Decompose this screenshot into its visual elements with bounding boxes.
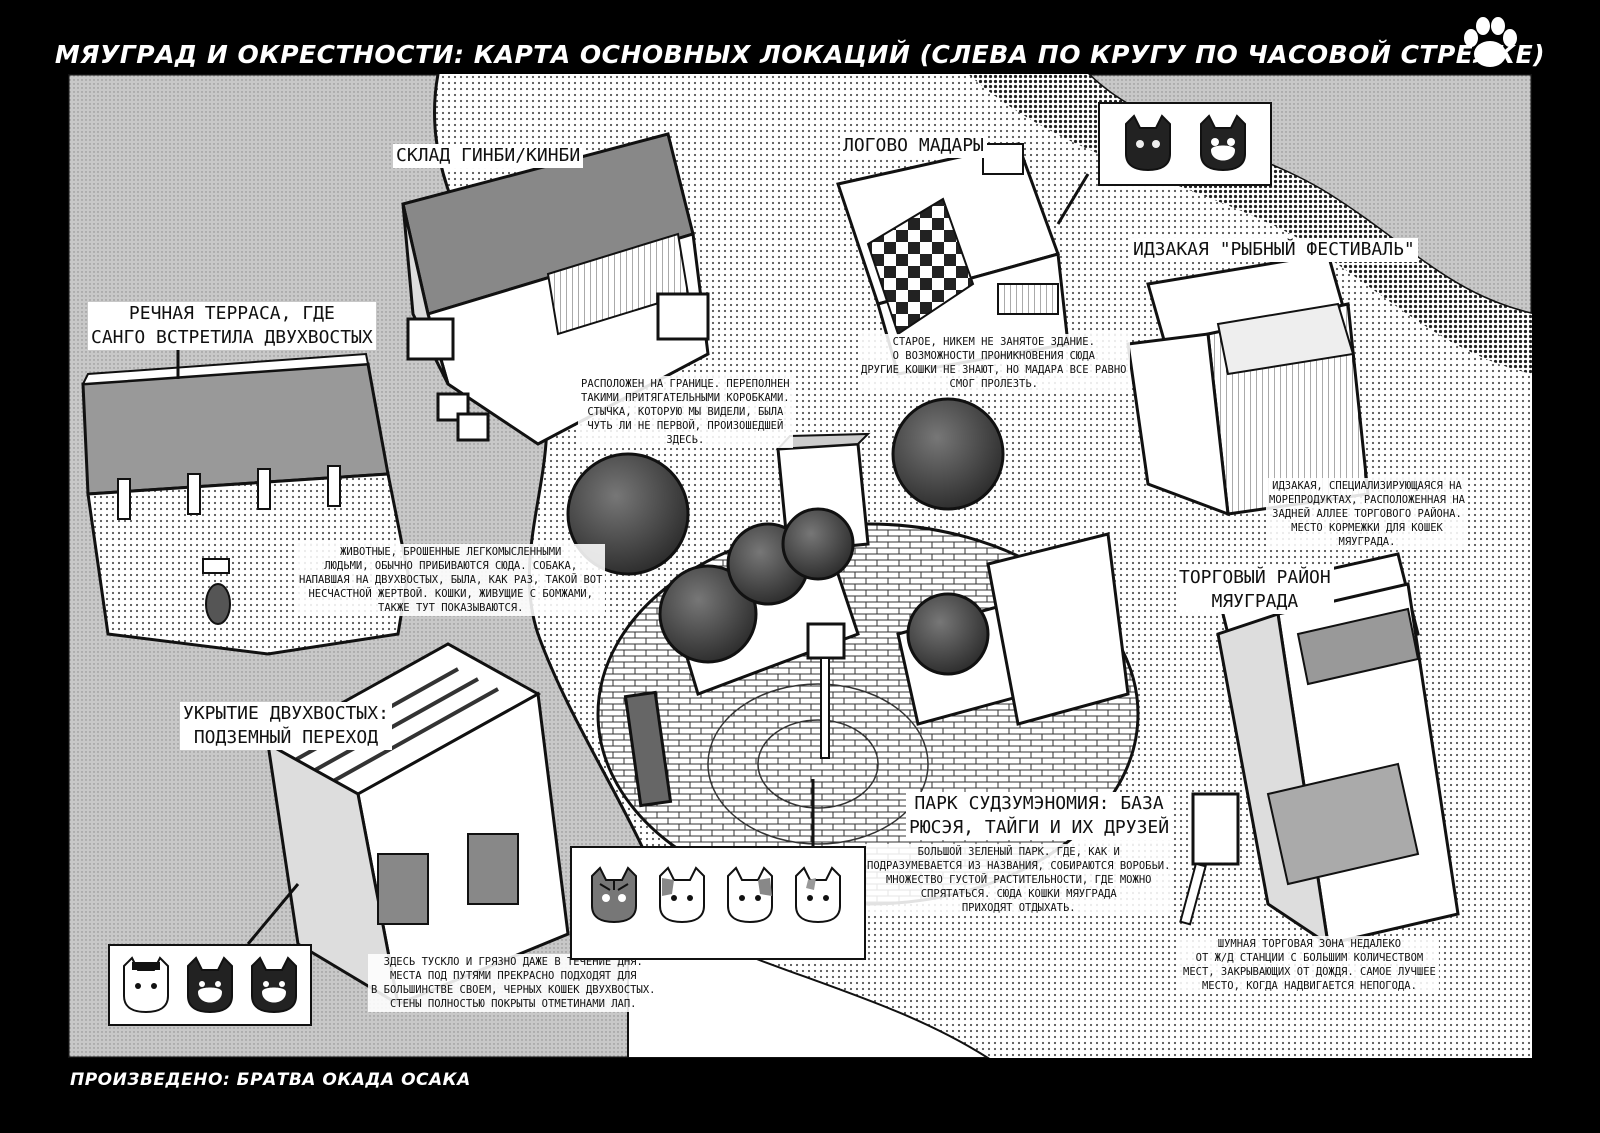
description-line: МЯУГРАДА. <box>1338 536 1396 548</box>
park-description: БОЛЬШОЙ ЗЕЛЕНЫЙ ПАРК. ГДЕ, КАК И ПОДРАЗУ… <box>864 844 1174 916</box>
description-line: ИДЗАКАЯ, СПЕЦИАЛИЗИРУЮЩАЯСЯ НА <box>1272 480 1462 492</box>
madara-lair-label: ЛОГОВО МАДАРЫ <box>840 134 987 158</box>
description-line: МЕСТО КОРМЕЖКИ ДЛЯ КОШЕК <box>1291 522 1443 534</box>
tuxedo-cat-face-2 <box>187 956 233 1014</box>
shopping-description: ШУМНАЯ ТОРГОВАЯ ЗОНА НЕДАЛЕКО ОТ Ж/Д СТА… <box>1180 936 1439 994</box>
white-cat-face <box>795 866 841 924</box>
calico-cat-face <box>659 866 705 924</box>
description-line: ЖИВОТНЫЕ, БРОШЕННЫЕ ЛЕГКОМЫСЛЕННЫМИ <box>340 546 562 558</box>
description-line: ТАКЖЕ ТУТ ПОКАЗЫВАЮТСЯ. <box>378 602 524 614</box>
underpass-label-line2: ПОДЗЕМНЫЙ ПЕРЕХОД <box>193 727 379 748</box>
shopping-label-line2: МЯУГРАДА <box>1211 591 1299 612</box>
paw-icon <box>1464 17 1517 67</box>
map-panel: СКЛАД ГИНБИ/КИНБИ ЛОГОВО МАДАРЫ ИДЗАКАЯ … <box>68 74 1532 1058</box>
description-line: ЗДЕСЬ. <box>666 434 705 446</box>
shopping-district-illustration <box>1179 552 1460 948</box>
underpass-label: УКРЫТИЕ ДВУХВОСТЫХ: ПОДЗЕМНЫЙ ПЕРЕХОД <box>180 702 392 750</box>
description-line: ОТ Ж/Д СТАНЦИИ С БОЛЬШИМ КОЛИЧЕСТВОМ <box>1195 952 1424 964</box>
description-line: НЕСЧАСТНОЙ ЖЕРТВОЙ. КОШКИ, ЖИВУЩИЕ С БОМ… <box>308 588 593 600</box>
underpass-illustration <box>264 642 570 1008</box>
credits: ПРОИЗВЕДЕНО: БРАТВА ОКАДА ОСАКА <box>70 1070 471 1090</box>
tabby-cat-face <box>591 866 637 924</box>
description-line: ТАКИМИ ПРИТЯГАТЕЛЬНЫМИ КОРОБКАМИ. <box>581 392 790 404</box>
description-line: СТАРОЕ, НИКЕМ НЕ ЗАНЯТОЕ ЗДАНИЕ. <box>892 336 1095 348</box>
warehouse-label: СКЛАД ГИНБИ/КИНБИ <box>393 144 584 168</box>
description-line: СТЕНЫ ПОЛНОСТЬЮ ПОКРЫТЫ ОТМЕТИНАМИ ЛАП. <box>389 998 637 1010</box>
shopping-label: ТОРГОВЫЙ РАЙОН МЯУГРАДА <box>1176 566 1334 614</box>
description-line: ШУМНАЯ ТОРГОВАЯ ЗОНА НЕДАЛЕКО <box>1217 938 1402 950</box>
description-line: СПРЯТАТЬСЯ. СЮДА КОШКИ МЯУГРАДА <box>920 888 1117 900</box>
underpass-label-line1: УКРЫТИЕ ДВУХВОСТЫХ: <box>183 703 389 724</box>
izakaya-description: ИДЗАКАЯ, СПЕЦИАЛИЗИРУЮЩАЯСЯ НА МОРЕПРОДУ… <box>1266 478 1468 550</box>
description-line: РАСПОЛОЖЕН НА ГРАНИЦЕ. ПЕРЕПОЛНЕН <box>581 378 790 390</box>
park-cats-box <box>570 846 866 960</box>
river-terrace-label: РЕЧНАЯ ТЕРРАСА, ГДЕ САНГО ВСТРЕТИЛА ДВУХ… <box>88 302 376 350</box>
warehouse-description: РАСПОЛОЖЕН НА ГРАНИЦЕ. ПЕРЕПОЛНЕН ТАКИМИ… <box>578 376 793 448</box>
black-cat-face <box>1125 114 1171 172</box>
madara-lair-description: СТАРОЕ, НИКЕМ НЕ ЗАНЯТОЕ ЗДАНИЕ. О ВОЗМО… <box>858 334 1130 392</box>
madara-cats-box <box>1098 102 1272 186</box>
izakaya-label: ИДЗАКАЯ "РЫБНЫЙ ФЕСТИВАЛЬ" <box>1130 238 1418 262</box>
underpass-description: ЗДЕСЬ ТУСКЛО И ГРЯЗНО ДАЖЕ В ТЕЧЕНИЕ ДНЯ… <box>368 954 659 1012</box>
shopping-label-line1: ТОРГОВЫЙ РАЙОН <box>1179 567 1331 588</box>
description-line: ЛЮДЬМИ, ОБЫЧНО ПРИБИВАЮТСЯ СЮДА. СОБАКА, <box>324 560 578 572</box>
river-terrace-description: ЖИВОТНЫЕ, БРОШЕННЫЕ ЛЕГКОМЫСЛЕННЫМИ ЛЮДЬ… <box>296 544 606 616</box>
description-line: ПОДРАЗУМЕВАЕТСЯ ИЗ НАЗВАНИЯ, СОБИРАЮТСЯ … <box>867 860 1171 872</box>
description-line: ЧУТЬ ЛИ НЕ ПЕРВОЙ, ПРОИЗОШЕДШЕЙ <box>587 420 784 432</box>
tuxedo-cat-face <box>1200 114 1246 172</box>
description-line: МЕСТО, КОГДА НАДВИГАЕТСЯ НЕПОГОДА. <box>1201 980 1417 992</box>
river-terrace-label-line2: САНГО ВСТРЕТИЛА ДВУХВОСТЫХ <box>91 327 373 348</box>
description-line: МЕСТ, ЗАКРЫВАЮЩИХ ОТ ДОЖДЯ. САМОЕ ЛУЧШЕЕ <box>1183 966 1436 978</box>
description-line: О ВОЗМОЖНОСТИ ПРОНИКНОВЕНИЯ СЮДА <box>892 350 1095 362</box>
page-title: МЯУГРАД И ОКРЕСТНОСТИ: КАРТА ОСНОВНЫХ ЛО… <box>54 39 1546 69</box>
warehouse-illustration <box>401 132 710 446</box>
underpass-cats-box <box>108 944 312 1026</box>
description-line: МЕСТА ПОД ПУТЯМИ ПРЕКРАСНО ПОДХОДЯТ ДЛЯ <box>389 970 637 982</box>
description-line: ПРИХОДЯТ ОТДЫХАТЬ. <box>961 902 1076 914</box>
tuxedo-cat-face-3 <box>251 956 297 1014</box>
description-line: СМОГ ПРОЛЕЗТЬ. <box>949 378 1039 390</box>
description-line: МОРЕПРОДУКТАХ, РАСПОЛОЖЕННАЯ НА <box>1269 494 1465 506</box>
park-label-line1: ПАРК СУДЗУМЭНОМИЯ: БАЗА <box>914 793 1164 814</box>
description-line: МНОЖЕСТВО ГУСТОЙ РАСТИТЕЛЬНОСТИ, ГДЕ МОЖ… <box>885 874 1152 886</box>
park-label: ПАРК СУДЗУМЭНОМИЯ: БАЗА РЮСЭЯ, ТАЙГИ И И… <box>906 792 1173 840</box>
calico-cat-face-2 <box>727 866 773 924</box>
description-line: В БОЛЬШИНСТВЕ СВОЕМ, ЧЕРНЫХ КОШЕК ДВУХВО… <box>371 984 656 996</box>
description-line: БОЛЬШОЙ ЗЕЛЕНЫЙ ПАРК. ГДЕ, КАК И <box>917 846 1120 858</box>
park-label-line2: РЮСЭЯ, ТАЙГИ И ИХ ДРУЗЕЙ <box>909 817 1170 838</box>
river-terrace-label-line1: РЕЧНАЯ ТЕРРАСА, ГДЕ <box>128 303 335 324</box>
description-line: ДРУГИЕ КОШКИ НЕ ЗНАЮТ, НО МАДАРА ВСЕ РАВ… <box>861 364 1127 376</box>
description-line: НАПАВШАЯ НА ДВУХВОСТЫХ, БЫЛА, КАК РАЗ, Т… <box>299 574 603 586</box>
white-cat-face-hat <box>123 956 169 1014</box>
description-line: СТЫЧКА, КОТОРУЮ МЫ ВИДЕЛИ, БЫЛА <box>587 406 784 418</box>
izakaya-illustration <box>1126 252 1370 517</box>
description-line: ЗАДНЕЙ АЛЛЕЕ ТОРГОВОГО РАЙОНА. <box>1272 508 1462 520</box>
